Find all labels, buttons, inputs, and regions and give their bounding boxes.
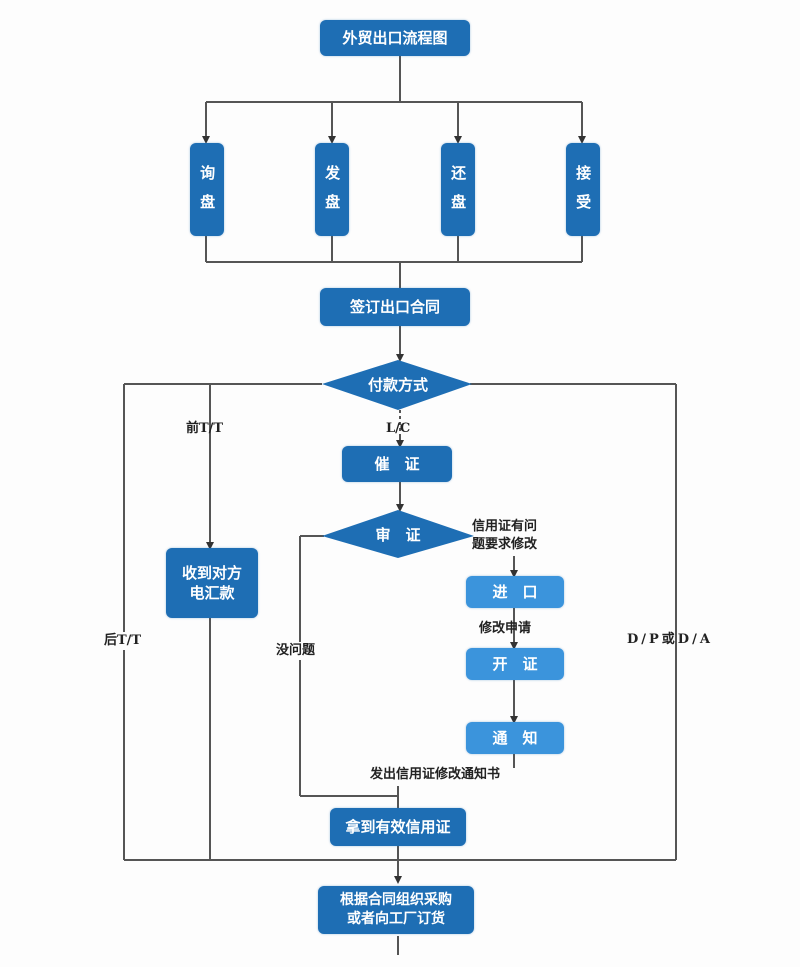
acceptance-box[interactable]: 接受 [566, 143, 600, 236]
pre-tt-label: 前T/T [186, 421, 224, 436]
amend-request-label: 修改申请 [479, 621, 532, 636]
lc-label: L/C [386, 421, 411, 436]
post-tt-label: 后T/T [104, 632, 142, 650]
valid-lc-box[interactable]: 拿到有效信用证 [330, 808, 466, 846]
payment-method-diamond [322, 360, 472, 410]
review-lc-diamond [322, 510, 474, 558]
title-box[interactable]: 外贸出口流程图 [320, 20, 470, 56]
urge-lc-box[interactable]: 催 证 [342, 446, 452, 482]
receive-tt-box[interactable]: 收到对方 电汇款 [166, 548, 258, 618]
lc-problem-label: 信用证有问 题要求修改 [472, 519, 538, 552]
payment-method-label[interactable]: 付款方式 [367, 375, 428, 394]
no-problem-label: 没问题 [276, 642, 316, 660]
amend-notice-label: 发出信用证修改通知书 [370, 766, 501, 784]
issue-lc-box[interactable]: 开 证 [466, 648, 564, 680]
counter-offer-box[interactable]: 还盘 [441, 143, 475, 236]
inquiry-box[interactable]: 询盘 [190, 143, 224, 236]
notify-box[interactable]: 通 知 [466, 722, 564, 754]
offer-box[interactable]: 发盘 [315, 143, 349, 236]
dp-da-label: D/P或D/A [627, 632, 713, 647]
sign-contract-box[interactable]: 签订出口合同 [320, 288, 470, 326]
procure-box[interactable]: 根据合同组织采购 或者向工厂订货 [318, 886, 474, 934]
review-lc-label[interactable]: 审 证 [375, 525, 421, 544]
importer-box[interactable]: 进 口 [466, 576, 564, 608]
